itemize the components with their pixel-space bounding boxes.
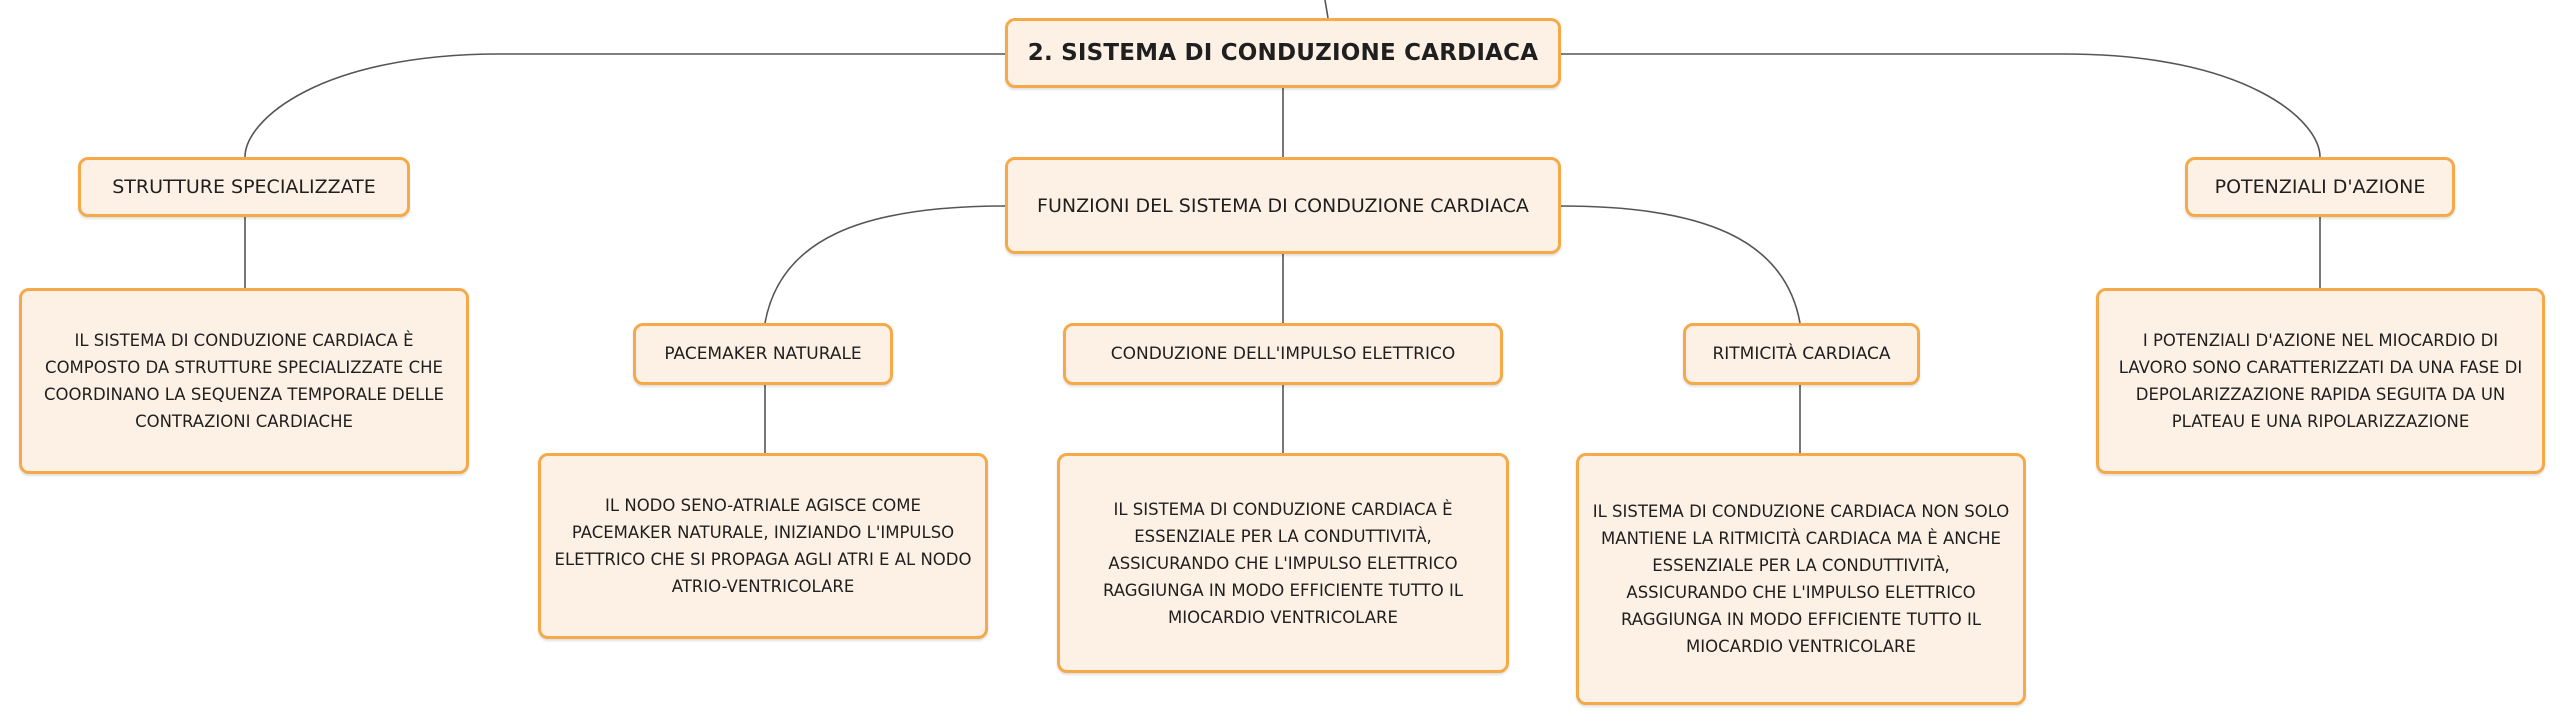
node-conduzione-impulso-label: CONDUZIONE DELL'IMPULSO ELETTRICO (1110, 344, 1456, 364)
desc-strutture-specializzate[interactable]: IL SISTEMA DI CONDUZIONE CARDIACA È COMP… (19, 288, 469, 474)
root-node-label: 2. SISTEMA DI CONDUZIONE CARDIACA (1027, 40, 1539, 66)
desc-ritmicita-cardiaca-text: IL SISTEMA DI CONDUZIONE CARDIACA NON SO… (1592, 502, 2010, 656)
root-node[interactable]: 2. SISTEMA DI CONDUZIONE CARDIACA (1005, 18, 1561, 88)
node-potenziali-azione-label: POTENZIALI D'AZIONE (2214, 176, 2426, 198)
desc-strutture-specializzate-text: IL SISTEMA DI CONDUZIONE CARDIACA È COMP… (44, 331, 444, 431)
connector-parent-root (1324, 0, 1329, 19)
connector-root-potenziali (1561, 53, 2321, 158)
node-pacemaker-naturale-label: PACEMAKER NATURALE (664, 344, 862, 364)
connector-root-strutture (244, 53, 1005, 158)
desc-conduzione-impulso-text: IL SISTEMA DI CONDUZIONE CARDIACA È ESSE… (1102, 499, 1464, 627)
desc-pacemaker-naturale-text: IL NODO SENO-ATRIALE AGISCE COME PACEMAK… (554, 496, 972, 596)
desc-conduzione-impulso[interactable]: IL SISTEMA DI CONDUZIONE CARDIACA È ESSE… (1057, 453, 1509, 673)
node-potenziali-azione[interactable]: POTENZIALI D'AZIONE (2185, 157, 2455, 217)
desc-ritmicita-cardiaca[interactable]: IL SISTEMA DI CONDUZIONE CARDIACA NON SO… (1576, 453, 2026, 705)
desc-pacemaker-naturale[interactable]: IL NODO SENO-ATRIALE AGISCE COME PACEMAK… (538, 453, 988, 639)
node-strutture-specializzate[interactable]: STRUTTURE SPECIALIZZATE (78, 157, 410, 217)
node-funzioni[interactable]: FUNZIONI DEL SISTEMA DI CONDUZIONE CARDI… (1005, 157, 1561, 254)
node-ritmicita-cardiaca-label: RITMICITÀ CARDIACA (1712, 344, 1891, 364)
desc-potenziali-azione[interactable]: I POTENZIALI D'AZIONE NEL MIOCARDIO DI L… (2096, 288, 2545, 474)
connector-funzioni-pacemaker (764, 205, 1006, 324)
node-pacemaker-naturale[interactable]: PACEMAKER NATURALE (633, 323, 893, 385)
connector-funzioni-ritmicita (1560, 205, 1801, 324)
node-conduzione-impulso[interactable]: CONDUZIONE DELL'IMPULSO ELETTRICO (1063, 323, 1503, 385)
node-strutture-specializzate-label: STRUTTURE SPECIALIZZATE (112, 176, 376, 198)
node-funzioni-label: FUNZIONI DEL SISTEMA DI CONDUZIONE CARDI… (1037, 194, 1529, 217)
desc-potenziali-azione-text: I POTENZIALI D'AZIONE NEL MIOCARDIO DI L… (2118, 331, 2523, 431)
node-ritmicita-cardiaca[interactable]: RITMICITÀ CARDIACA (1683, 323, 1920, 385)
